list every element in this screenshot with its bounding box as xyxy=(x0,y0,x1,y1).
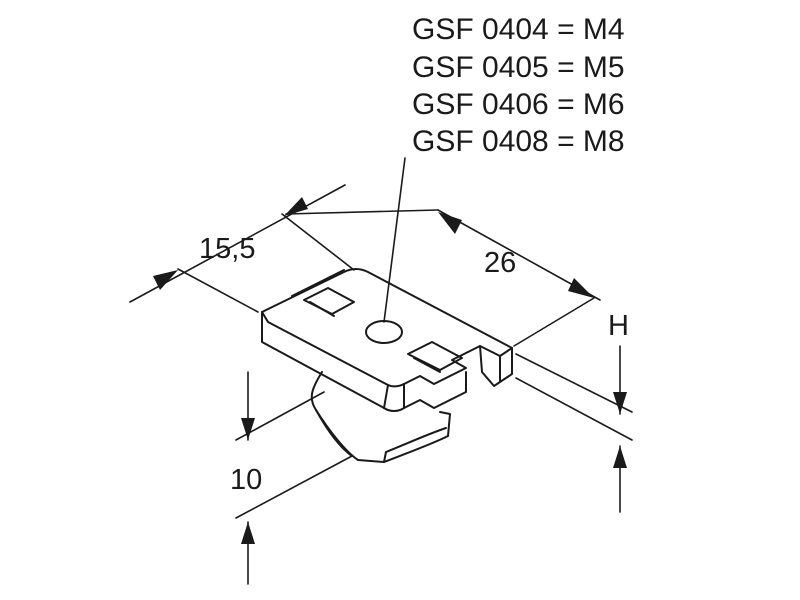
height-label: H xyxy=(608,310,629,342)
slot-nut-body xyxy=(261,268,513,412)
depth-label: 10 xyxy=(230,464,262,496)
leader-line xyxy=(383,157,406,323)
spring-clip xyxy=(310,371,451,463)
variant-label-m4: GSF 0404 = M4 xyxy=(412,13,625,46)
dimension-depth: 10 xyxy=(230,371,353,585)
width-label: 15,5 xyxy=(199,233,255,265)
bolt-hole xyxy=(365,320,403,344)
dimension-height: H xyxy=(515,310,633,513)
variant-list: GSF 0404 = M4 GSF 0405 = M5 GSF 0406 = M… xyxy=(412,13,625,158)
dimension-length: 26 xyxy=(285,209,601,347)
variant-label-m5: GSF 0405 = M5 xyxy=(412,51,625,84)
length-label: 26 xyxy=(484,247,516,279)
variant-label-m8: GSF 0408 = M8 xyxy=(412,125,625,158)
dimension-width: 15,5 xyxy=(129,184,355,313)
variant-label-m6: GSF 0406 = M6 xyxy=(412,88,625,121)
